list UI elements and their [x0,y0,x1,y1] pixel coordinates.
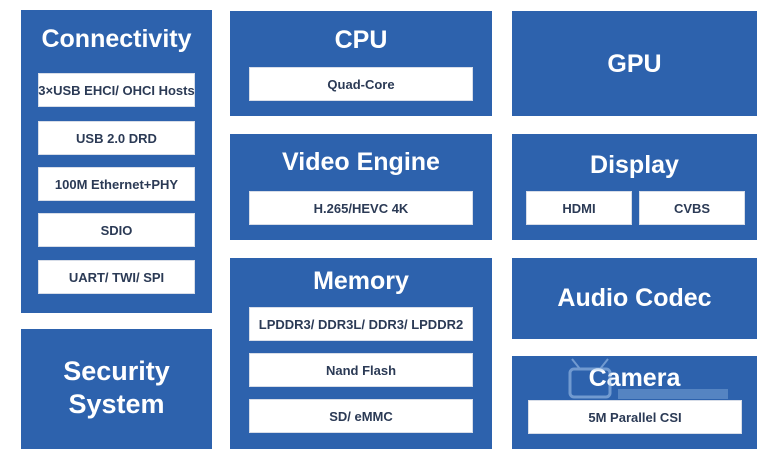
connectivity-item-usb-drd: USB 2.0 DRD [38,121,195,155]
display-item-cvbs: CVBS [639,191,745,225]
camera-item-csi: 5M Parallel CSI [528,400,742,434]
security-title-line1: Security [63,356,170,386]
security-system-block: Security System [21,329,212,449]
cpu-title: CPU [334,26,388,54]
video-engine-block: Video Engine H.265/HEVC 4K [230,134,492,240]
memory-block: Memory LPDDR3/ DDR3L/ DDR3/ LPDDR2 Nand … [230,258,492,449]
memory-title: Memory [313,267,409,295]
gpu-title: GPU [607,50,662,78]
display-block: Display HDMI CVBS [512,134,757,240]
connectivity-item-usb-hosts: 3×USB EHCI/ OHCI Hosts [38,73,195,107]
memory-item-nand-flash: Nand Flash [249,353,473,387]
connectivity-item-uart: UART/ TWI/ SPI [38,260,195,294]
video-engine-item-hevc: H.265/HEVC 4K [249,191,473,225]
audio-codec-block: Audio Codec [512,258,757,339]
connectivity-item-ethernet: 100M Ethernet+PHY [38,167,195,201]
camera-title: Camera [588,364,681,392]
connectivity-item-sdio: SDIO [38,213,195,247]
cpu-block: CPU Quad-Core [230,11,492,116]
gpu-block: GPU [512,11,757,116]
video-engine-title: Video Engine [282,148,440,176]
memory-item-sd-emmc: SD/ eMMC [249,399,473,433]
security-title-line2: System [68,389,165,419]
audio-codec-title: Audio Codec [557,284,712,312]
camera-block: Camera 5M Parallel CSI [512,356,757,449]
memory-item-lpddr: LPDDR3/ DDR3L/ DDR3/ LPDDR2 [249,307,473,341]
cpu-item-quad-core: Quad-Core [249,67,473,101]
display-title: Display [590,151,679,179]
connectivity-block: Connectivity 3×USB EHCI/ OHCI Hosts USB … [21,10,212,313]
display-item-hdmi: HDMI [526,191,632,225]
connectivity-title: Connectivity [41,25,192,53]
